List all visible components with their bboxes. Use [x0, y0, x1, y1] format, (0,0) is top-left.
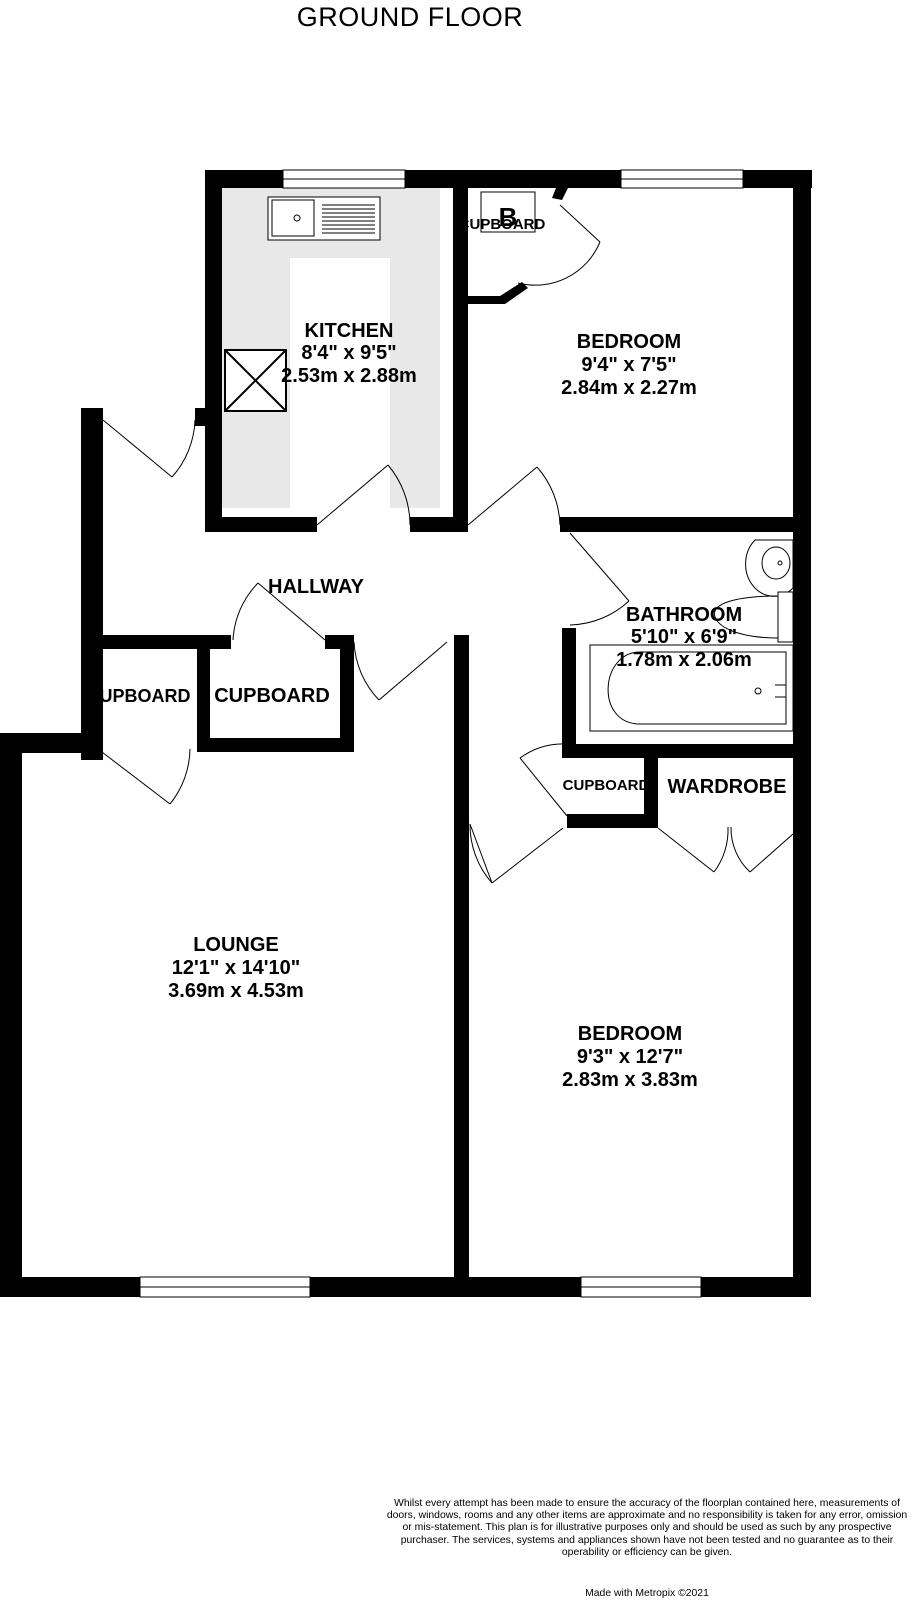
credit: Made with Metropix ©2021: [585, 1588, 709, 1599]
bathroom-name: BATHROOM: [626, 604, 742, 626]
lounge-imperial: 12'1" x 14'10": [172, 957, 301, 979]
kitchen-metric: 2.53m x 2.88m: [281, 365, 417, 387]
bathroom-imperial: 5'10" x 6'9": [631, 626, 737, 648]
lounge-name: LOUNGE: [193, 934, 279, 956]
bedroom1-imperial: 9'4" x 7'5": [581, 354, 676, 376]
bathroom-fixtures: [589, 539, 794, 732]
label-hallway: HALLWAY: [268, 576, 365, 598]
label-cupboard-hall: CUPBOARD: [214, 685, 330, 707]
boiler: B: [480, 191, 536, 233]
bedroom2-metric: 2.83m x 3.83m: [562, 1069, 698, 1091]
label-wardrobe: WARDROBE: [668, 776, 787, 798]
label-bathroom: BATHROOM 5'10" x 6'9" 1.78m x 2.06m: [616, 604, 752, 671]
bedroom2-name: BEDROOM: [578, 1023, 682, 1045]
hob: [224, 349, 287, 412]
windows: [139, 169, 744, 1298]
lounge-metric: 3.69m x 4.53m: [168, 980, 304, 1002]
label-kitchen: KITCHEN 8'4" x 9'5" 2.53m x 2.88m: [281, 320, 417, 387]
bedroom1-metric: 2.84m x 2.27m: [561, 377, 697, 399]
bathroom-metric: 1.78m x 2.06m: [616, 649, 752, 671]
label-cupboard-lower: CUPBOARD: [563, 777, 650, 794]
label-cupboard-hall-left: UPBOARD: [99, 686, 190, 706]
kitchen-imperial: 8'4" x 9'5": [301, 342, 396, 364]
kitchen-floor: [222, 188, 440, 508]
bedroom1-name: BEDROOM: [577, 331, 681, 353]
label-cupboard-bedroom: CUPBOARD: [459, 216, 546, 233]
doors: [97, 204, 794, 884]
label-lounge: LOUNGE 12'1" x 14'10" 3.69m x 4.53m: [168, 934, 304, 1002]
boiler-label: B: [499, 202, 518, 232]
disclaimer: Whilst every attempt has been made to en…: [386, 1498, 908, 1558]
kitchen-name: KITCHEN: [305, 320, 394, 342]
bedroom2-imperial: 9'3" x 12'7": [577, 1046, 683, 1068]
label-bedroom-2: BEDROOM 9'3" x 12'7" 2.83m x 3.83m: [562, 1023, 698, 1091]
label-bedroom-1: BEDROOM 9'4" x 7'5" 2.84m x 2.27m: [561, 331, 697, 399]
floor-title: GROUND FLOOR: [296, 2, 524, 32]
kitchen-sink: [267, 196, 381, 241]
